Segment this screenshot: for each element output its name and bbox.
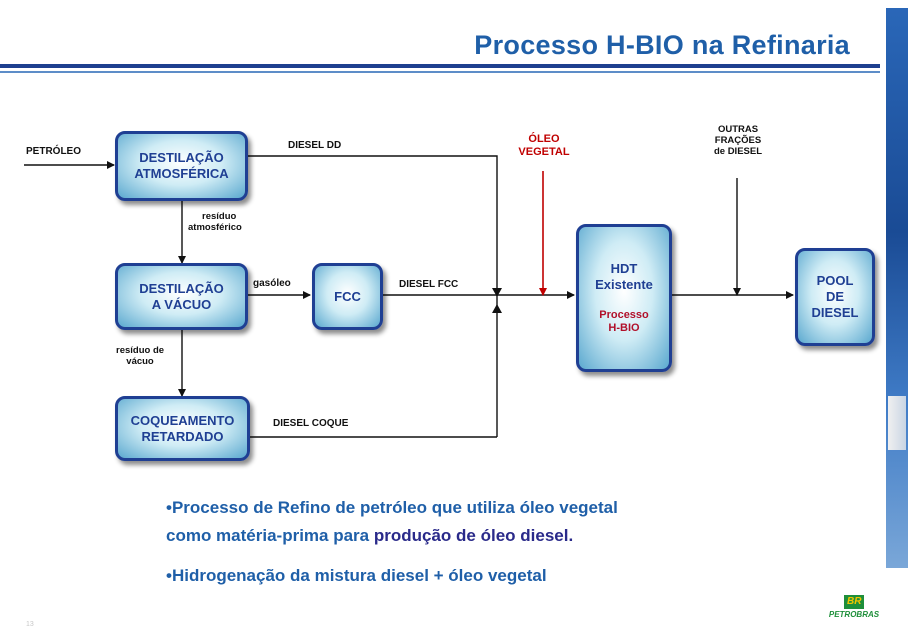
diesel-dd-line — [248, 155, 498, 437]
right-decorative-strip — [886, 8, 908, 568]
label-residuo-atmosferico: resíduo atmosférico — [188, 211, 242, 233]
title-underline — [0, 64, 880, 73]
bullet-1-line-2: como matéria-prima para produção de óleo… — [166, 526, 574, 545]
petrobras-logo: BR PETROBRAS — [828, 595, 880, 619]
bullet-highlight: produção de óleo diesel. — [373, 526, 574, 545]
node-hdt-existente: HDT Existente Processo H-BIO — [576, 224, 672, 372]
label-outras-fracoes: OUTRAS FRAÇÕES de DIESEL — [713, 124, 763, 157]
node-destilacao-vacuo: DESTILAÇÃO A VÁCUO — [115, 263, 248, 330]
label-diesel-fcc: DIESEL FCC — [399, 279, 459, 290]
label-diesel-coque: DIESEL COQUE — [273, 418, 349, 429]
bullet-list: •Processo de Refino de petróleo que util… — [166, 494, 618, 590]
label-residuo-vacuo: resíduo de vácuo — [116, 345, 165, 367]
page-number: 13 — [26, 621, 34, 628]
node-pool-de-diesel: POOL DE DIESEL — [795, 248, 875, 346]
node-coqueamento-retardado: COQUEAMENTO RETARDADO — [115, 396, 250, 461]
node-fcc: FCC — [312, 263, 383, 330]
node-destilacao-atmosferica: DESTILAÇÃO ATMOSFÉRICA — [115, 131, 248, 201]
bullet-1-line-1: •Processo de Refino de petróleo que util… — [166, 498, 618, 517]
br-logo-icon: BR — [844, 595, 864, 609]
label-diesel-dd: DIESEL DD — [288, 140, 342, 151]
bullet-2: •Hidrogenação da mistura diesel + óleo v… — [166, 566, 547, 585]
slide-title: Processo H-BIO na Refinaria — [474, 30, 850, 60]
label-petroleo: PETRÓLEO — [26, 146, 82, 157]
strip-highlight — [888, 396, 906, 450]
label-gasoleo: gasóleo — [253, 278, 291, 289]
label-oleo-vegetal: ÓLEO VEGETAL — [518, 133, 570, 158]
